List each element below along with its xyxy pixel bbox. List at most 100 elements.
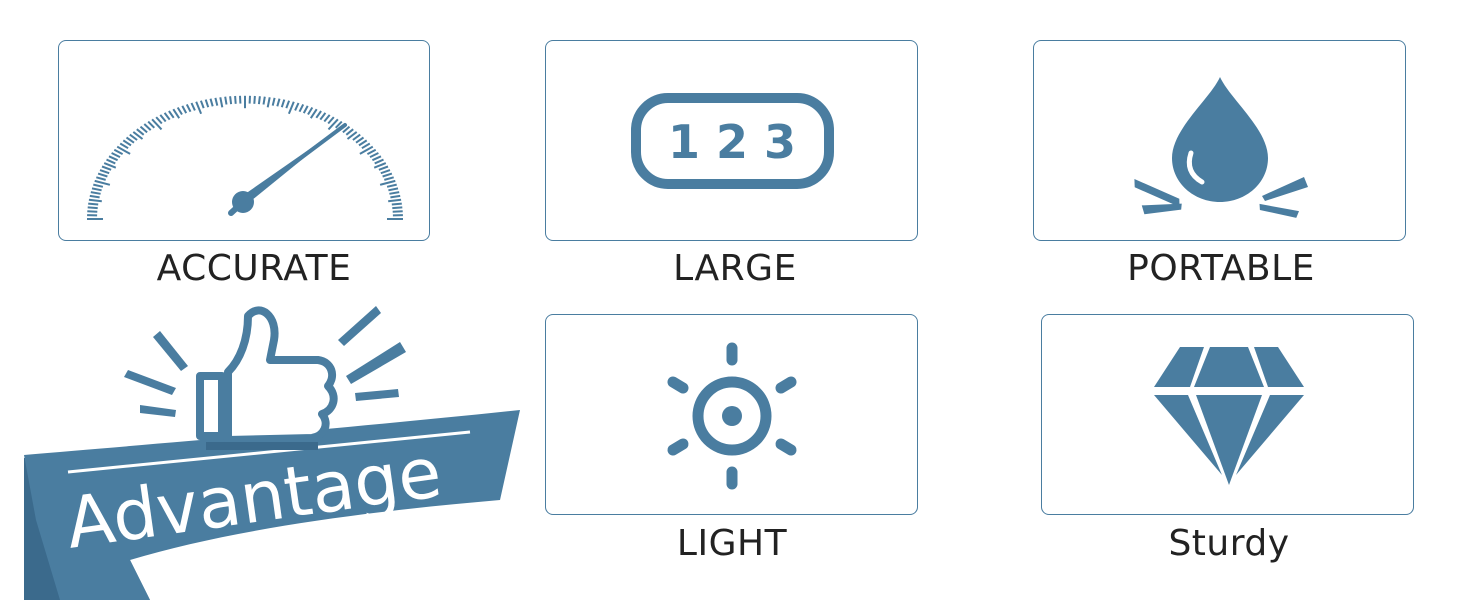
gauge-tick — [266, 97, 271, 108]
gauge-tick — [345, 128, 354, 136]
digital-display-icon: 1 2 3 — [631, 93, 834, 189]
gauge-tick — [327, 118, 339, 131]
gauge-tick — [271, 97, 276, 106]
feature-card-accurate — [58, 40, 430, 241]
gauge-tick — [298, 103, 305, 113]
gauge-tick — [294, 102, 300, 111]
feature-card-sturdy — [1041, 314, 1414, 515]
sun-icon — [667, 342, 797, 490]
gauge-tick — [89, 194, 100, 199]
gauge-tick — [315, 110, 322, 119]
gauge-tick — [91, 187, 102, 192]
gauge-tick — [122, 139, 132, 147]
gauge-tick — [327, 116, 335, 125]
gauge-tick — [106, 158, 116, 165]
gauge-tick — [111, 152, 121, 158]
feature-label-sturdy: Sturdy — [1168, 523, 1290, 564]
gauge-tick — [388, 187, 399, 192]
gauge-tick — [116, 145, 131, 155]
gauge-tick — [287, 101, 295, 115]
display-digits: 1 2 3 — [668, 115, 796, 169]
gauge-tick — [113, 148, 124, 155]
gauge-tick — [276, 98, 281, 107]
gauge-tick — [366, 148, 377, 155]
gauge-tick — [195, 101, 203, 115]
feature-card-light — [545, 314, 918, 515]
gauge-tick — [280, 99, 286, 108]
gauge-tick — [96, 176, 106, 181]
gauge-tick — [94, 179, 111, 186]
gauge-tick — [253, 95, 256, 104]
gauge-tick — [382, 172, 393, 178]
gauge-tick — [361, 142, 371, 150]
gauge-tick — [378, 165, 389, 171]
gauge-tick — [163, 112, 171, 121]
gauge-tick — [389, 191, 400, 195]
gauge-tick — [388, 198, 402, 203]
gauge-tick — [352, 133, 361, 141]
gauge-tick — [390, 194, 401, 199]
gauge-tick — [358, 139, 368, 147]
gauge-icon — [87, 95, 403, 220]
feature-card-portable — [1033, 40, 1406, 241]
gauge-tick — [285, 100, 291, 109]
gauge-tick — [224, 96, 228, 105]
gauge-tick — [371, 155, 382, 162]
gauge-tick — [323, 114, 331, 123]
gauge-tick — [307, 106, 314, 116]
gauge-tick — [346, 131, 358, 140]
gauge-tick — [159, 114, 167, 123]
gauge-tick — [151, 118, 163, 131]
gauge-tick — [219, 97, 224, 108]
gauge-tick — [99, 169, 110, 175]
gauge-tick — [379, 179, 396, 186]
gauge-tick — [108, 155, 119, 162]
gauge-tick — [369, 152, 379, 158]
gauge-tick — [257, 96, 261, 105]
gauge-tick — [139, 125, 148, 134]
gauge-tick — [119, 142, 129, 150]
gauge-tick — [147, 120, 156, 129]
gauge-tick — [185, 103, 192, 113]
gauge-tick — [143, 123, 152, 131]
advantage-banner: Advantage — [24, 306, 520, 600]
gauge-tick — [88, 202, 99, 206]
gauge-tick — [214, 97, 219, 106]
gauge-tick — [199, 100, 205, 109]
gauge-tick — [90, 191, 101, 195]
gauge-tick — [168, 110, 175, 119]
gauge-tick — [97, 172, 108, 178]
feature-label-portable: PORTABLE — [1127, 248, 1315, 289]
gauge-tick — [373, 162, 387, 169]
gauge-tick — [262, 96, 266, 105]
gauge-tick — [125, 136, 135, 144]
feature-label-accurate: ACCURATE — [156, 248, 352, 289]
gauge-tick — [103, 162, 117, 169]
gauge-tick — [334, 120, 343, 129]
gauge-tick — [204, 99, 210, 108]
gauge-tick — [87, 206, 98, 210]
gauge-tick — [359, 145, 374, 155]
gauge-tick — [384, 176, 394, 181]
gauge-tick — [136, 128, 145, 136]
gauge-tick — [392, 210, 403, 213]
feature-label-light: LIGHT — [676, 523, 788, 564]
gauge-tick — [342, 125, 351, 134]
gauge-tick — [190, 102, 196, 111]
feature-label-large: LARGE — [673, 248, 797, 289]
gauge-tick — [234, 95, 237, 104]
water-drop-icon — [1134, 77, 1308, 218]
gauge-tick — [374, 158, 384, 165]
gauge-tick — [392, 206, 403, 210]
gauge-tick — [87, 210, 98, 213]
gauge-tick — [386, 183, 397, 188]
gauge-tick — [101, 165, 112, 171]
gauge-tick — [172, 108, 181, 119]
gauge-tick — [319, 112, 327, 121]
gauge-tick — [380, 169, 391, 175]
gauge-tick — [229, 96, 233, 105]
gauge-tick — [209, 98, 214, 107]
gauge-tick — [302, 105, 309, 114]
gauge-tick — [391, 202, 402, 206]
gauge-tick — [155, 116, 163, 125]
